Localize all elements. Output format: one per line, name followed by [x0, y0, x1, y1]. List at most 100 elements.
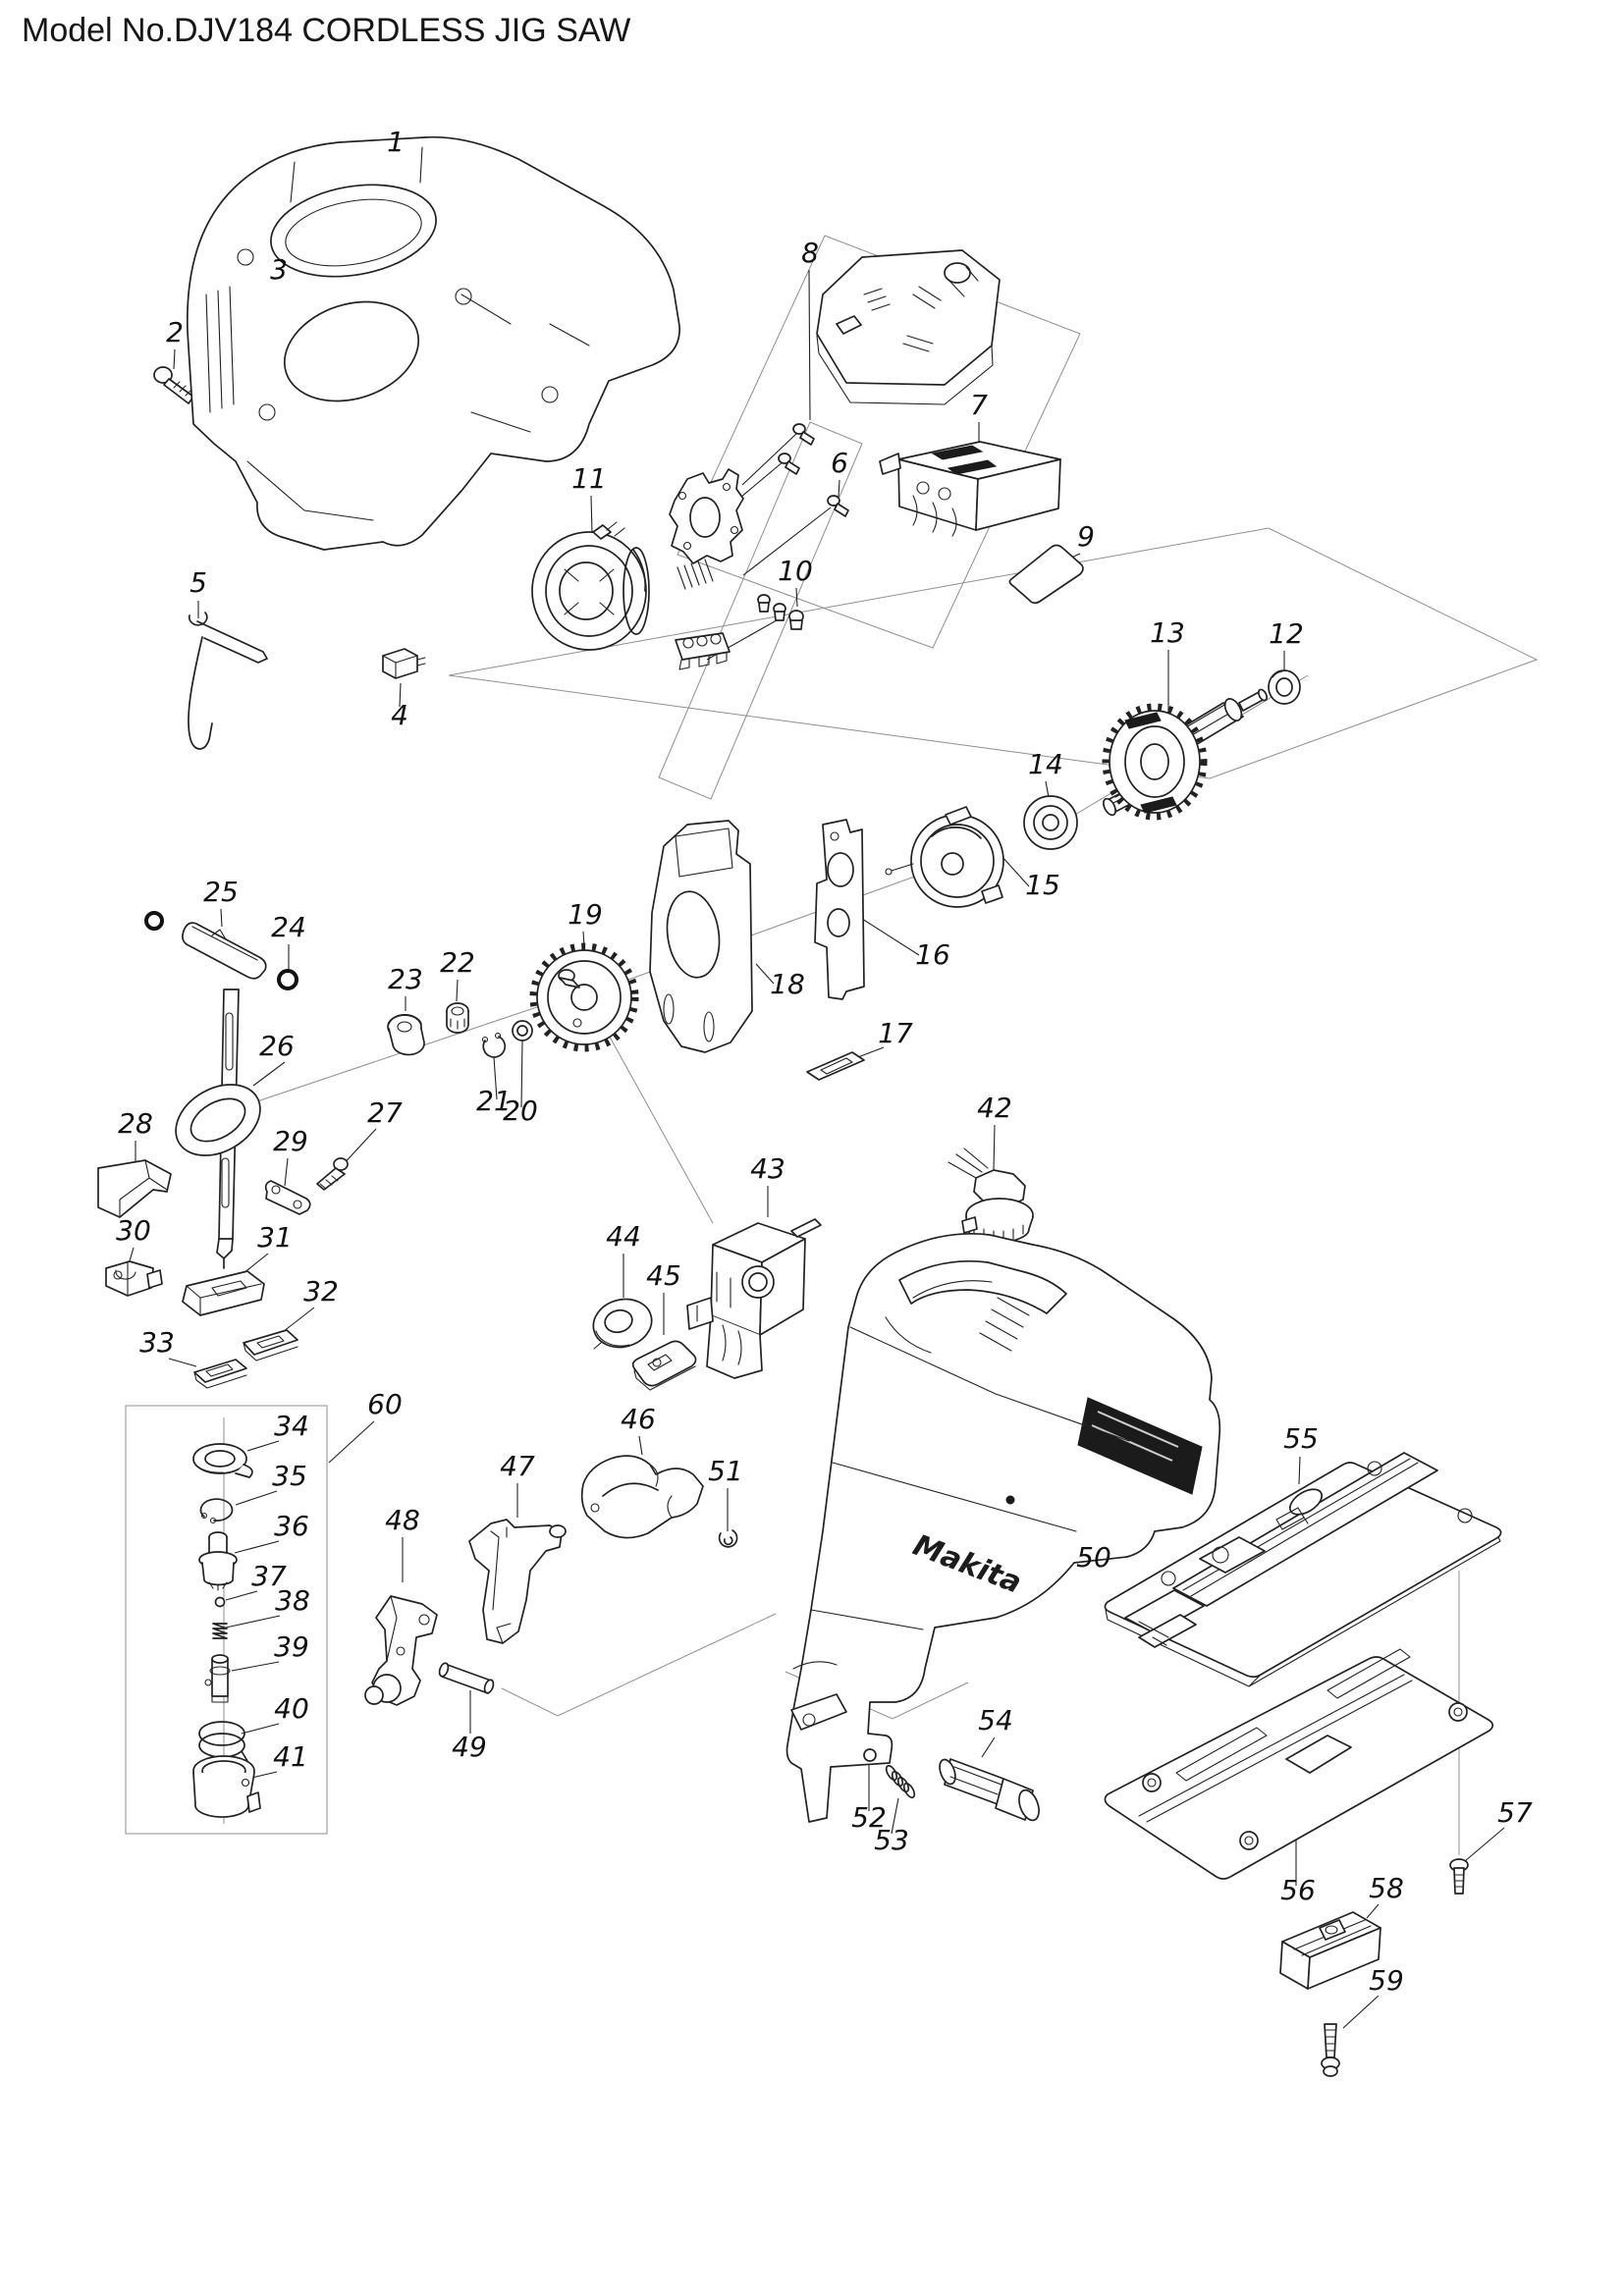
part-23-bushing — [387, 1014, 425, 1056]
part-54-roller-holder — [939, 1758, 1040, 1822]
part-39-pin — [204, 1654, 231, 1703]
label-21: 21 — [476, 1085, 512, 1117]
label-24: 24 — [271, 911, 306, 943]
part-46-bracket — [580, 1455, 704, 1539]
label-43: 43 — [750, 1152, 785, 1185]
part-48-roller-lever — [364, 1595, 438, 1706]
label-22: 22 — [440, 946, 475, 979]
part-37-ball — [214, 1596, 226, 1608]
label-57: 57 — [1497, 1796, 1533, 1829]
part-22-sleeve — [446, 1002, 469, 1034]
part-53-spring — [885, 1764, 916, 1799]
part-14-bearing — [1023, 795, 1078, 850]
part-42-dial — [947, 1148, 1034, 1244]
part-20-washer — [512, 1020, 533, 1041]
part-10-terminal-strip — [675, 632, 731, 670]
label-36: 36 — [274, 1510, 309, 1542]
part-labels: 1 2 3 4 5 6 7 8 9 10 11 12 13 14 15 16 1… — [116, 126, 1533, 1997]
part-19-gear — [529, 942, 639, 1052]
part-12-bearing — [1268, 669, 1301, 705]
part-56-base-plate — [1104, 1648, 1494, 1880]
part-16-guide-plate — [814, 819, 865, 1000]
label-11: 11 — [571, 462, 607, 495]
label-55: 55 — [1283, 1422, 1319, 1455]
part-13-rotor — [1102, 688, 1269, 821]
label-2: 2 — [166, 316, 184, 348]
label-8: 8 — [801, 237, 819, 269]
part-45-plate — [631, 1340, 697, 1391]
part-11-stator — [531, 521, 650, 651]
part-24-o-ring — [144, 911, 298, 990]
label-32: 32 — [303, 1275, 339, 1308]
label-49: 49 — [452, 1731, 487, 1763]
part-3-housing-half — [186, 135, 680, 551]
part-41-sleeve-cup — [192, 1755, 261, 1818]
part-33-plate — [193, 1359, 247, 1389]
label-1: 1 — [387, 126, 405, 158]
part-2-screw — [153, 366, 194, 404]
part-25-cap — [182, 922, 267, 980]
label-12: 12 — [1269, 617, 1304, 650]
label-18: 18 — [770, 968, 805, 1000]
label-14: 14 — [1028, 748, 1063, 780]
label-60: 60 — [367, 1388, 403, 1420]
label-10: 10 — [778, 555, 813, 587]
label-23: 23 — [388, 963, 423, 995]
motor-gasket — [669, 468, 744, 590]
part-5-wire-guide — [188, 612, 268, 750]
part-17-plate — [806, 1051, 865, 1081]
label-47: 47 — [500, 1450, 535, 1482]
label-50: 50 — [1076, 1541, 1111, 1574]
label-20: 20 — [503, 1095, 538, 1127]
label-3: 3 — [270, 253, 288, 286]
part-57-screw — [1449, 1858, 1469, 1895]
label-39: 39 — [274, 1630, 309, 1663]
part-32-plate — [243, 1329, 298, 1362]
part-34-retainer — [192, 1443, 253, 1478]
label-38: 38 — [275, 1584, 310, 1617]
part-36-holder — [198, 1531, 238, 1591]
label-25: 25 — [203, 876, 239, 908]
label-7: 7 — [970, 389, 988, 421]
part-44-cap — [592, 1298, 653, 1350]
part-28-wedge — [97, 1159, 172, 1218]
label-46: 46 — [621, 1403, 656, 1435]
part-27-screw — [316, 1157, 349, 1191]
part-49-pin — [438, 1662, 495, 1694]
label-26: 26 — [259, 1030, 295, 1062]
label-45: 45 — [646, 1259, 681, 1292]
label-5: 5 — [189, 566, 207, 599]
part-8-controller-pcb — [816, 249, 1001, 405]
part-15-fan-cover — [885, 806, 1004, 908]
label-53: 53 — [874, 1824, 909, 1856]
part-10-bolts — [757, 594, 804, 630]
page-title: Model No.DJV184 CORDLESS JIG SAW — [22, 12, 630, 49]
part-55-base-assembly — [1104, 1452, 1502, 1687]
part-7-terminal-block — [879, 441, 1061, 537]
label-4: 4 — [391, 699, 408, 731]
label-13: 13 — [1150, 616, 1185, 649]
part-59-screw — [1321, 2023, 1340, 2077]
part-38-spring — [212, 1623, 228, 1639]
label-40: 40 — [274, 1692, 309, 1725]
label-34: 34 — [274, 1410, 309, 1442]
part-29-link — [264, 1180, 311, 1215]
part-26-slider — [175, 988, 261, 1269]
part-30-clamp — [105, 1260, 163, 1297]
part-58-clamp — [1279, 1911, 1381, 1990]
label-29: 29 — [273, 1125, 308, 1157]
part-9-sheet — [1008, 544, 1084, 605]
label-42: 42 — [977, 1092, 1012, 1124]
label-56: 56 — [1280, 1874, 1316, 1906]
label-33: 33 — [139, 1326, 175, 1359]
label-44: 44 — [606, 1220, 641, 1253]
label-51: 51 — [708, 1455, 743, 1487]
label-16: 16 — [915, 938, 950, 971]
group-60-box — [125, 1405, 328, 1835]
part-51-e-ring — [718, 1529, 738, 1548]
part-50-motor-housing: Makita — [785, 1232, 1221, 1823]
label-15: 15 — [1025, 869, 1060, 901]
label-41: 41 — [273, 1740, 308, 1773]
label-30: 30 — [116, 1214, 151, 1247]
